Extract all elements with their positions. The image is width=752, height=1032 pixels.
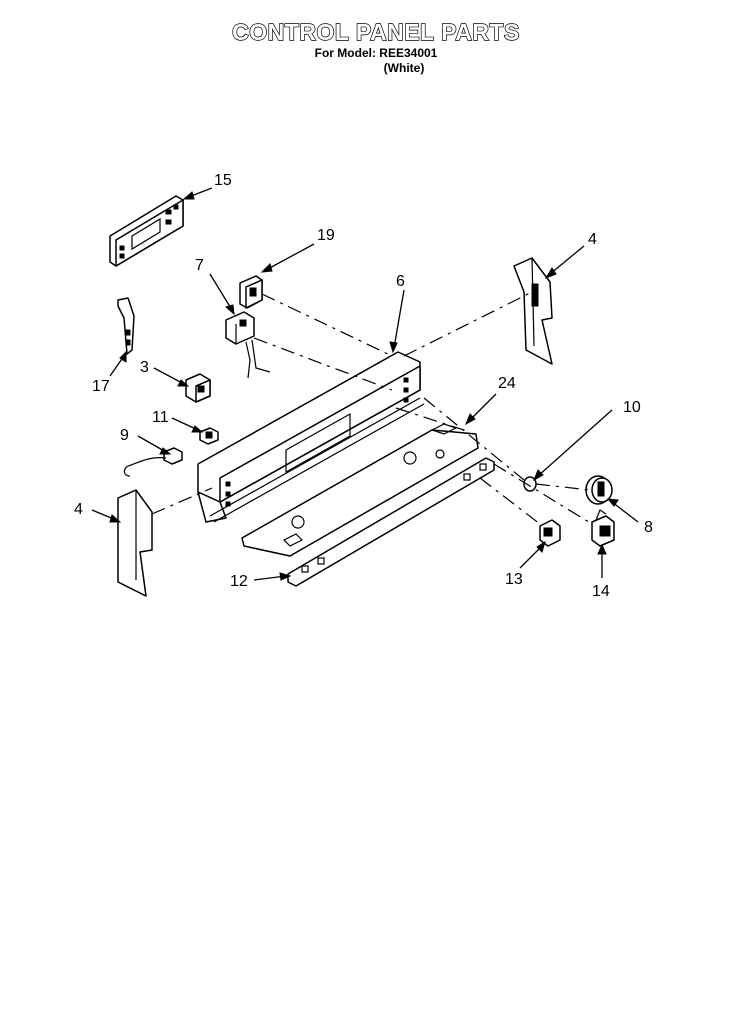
callout-4-left: 4 bbox=[74, 501, 83, 518]
leader-lines bbox=[91, 187, 639, 581]
callout-24: 24 bbox=[498, 375, 516, 392]
callout-8: 8 bbox=[644, 519, 653, 536]
assembly-lines bbox=[151, 291, 593, 525]
part-3-relay bbox=[185, 373, 211, 403]
part-4-left-end-cap bbox=[117, 489, 153, 597]
part-15-clock-display bbox=[109, 195, 184, 267]
callout-11: 11 bbox=[152, 409, 169, 426]
part-13-switch bbox=[539, 519, 561, 547]
callout-14: 14 bbox=[592, 583, 610, 600]
callout-4-top: 4 bbox=[588, 231, 597, 248]
part-19-switch bbox=[239, 275, 263, 309]
part-6-control-panel bbox=[197, 351, 425, 523]
callout-labels: 15 19 7 6 4 17 3 11 9 24 10 4 8 12 13 14 bbox=[74, 172, 653, 600]
diagram-title: CONTROL PANEL PARTS bbox=[231, 18, 520, 45]
part-24-mounting-plate bbox=[241, 423, 479, 557]
part-7-infinite-switch bbox=[225, 311, 271, 379]
callout-10: 10 bbox=[623, 399, 641, 416]
part-9-harness bbox=[123, 447, 183, 477]
diagram-header: CONTROL PANEL PARTS For Model: REE34001 … bbox=[0, 18, 752, 76]
model-color: (White) bbox=[383, 61, 425, 75]
callout-15: 15 bbox=[214, 172, 232, 189]
callout-6: 6 bbox=[396, 273, 405, 290]
model-number: For Model: REE34001 bbox=[314, 46, 438, 60]
callout-12: 12 bbox=[230, 573, 248, 590]
callout-19: 19 bbox=[317, 227, 335, 244]
callout-9: 9 bbox=[120, 427, 129, 444]
part-11-switch bbox=[199, 427, 219, 445]
part-8-knob bbox=[585, 475, 613, 505]
part-14-switch bbox=[591, 509, 615, 547]
part-17-bracket bbox=[117, 297, 135, 355]
callout-3: 3 bbox=[140, 359, 149, 376]
callout-17: 17 bbox=[92, 378, 110, 395]
part-12-rail bbox=[287, 457, 495, 587]
callout-7: 7 bbox=[195, 257, 204, 274]
part-4-right-end-cap bbox=[513, 257, 553, 365]
callout-13: 13 bbox=[505, 571, 523, 588]
